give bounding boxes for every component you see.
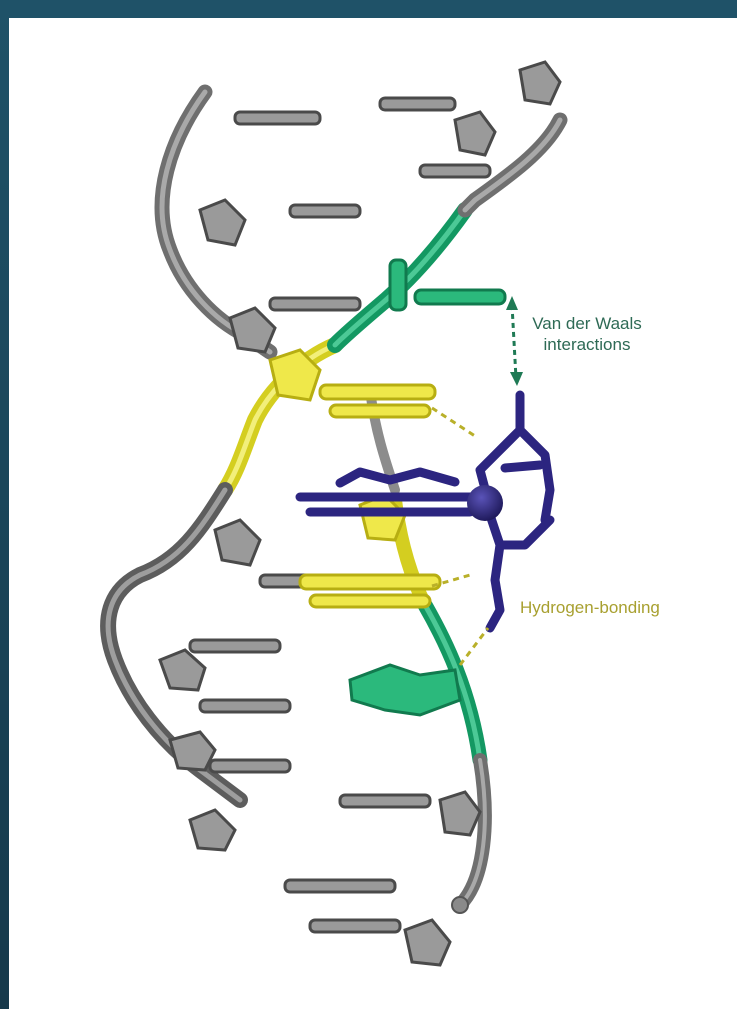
hbond-label: Hydrogen-bonding [520, 597, 680, 618]
vdw-label: Van der Waals interactions [512, 313, 662, 355]
vdw-label-line2: interactions [512, 334, 662, 355]
metal-ion-sphere [467, 485, 503, 521]
vdw-label-line1: Van der Waals [512, 313, 662, 334]
